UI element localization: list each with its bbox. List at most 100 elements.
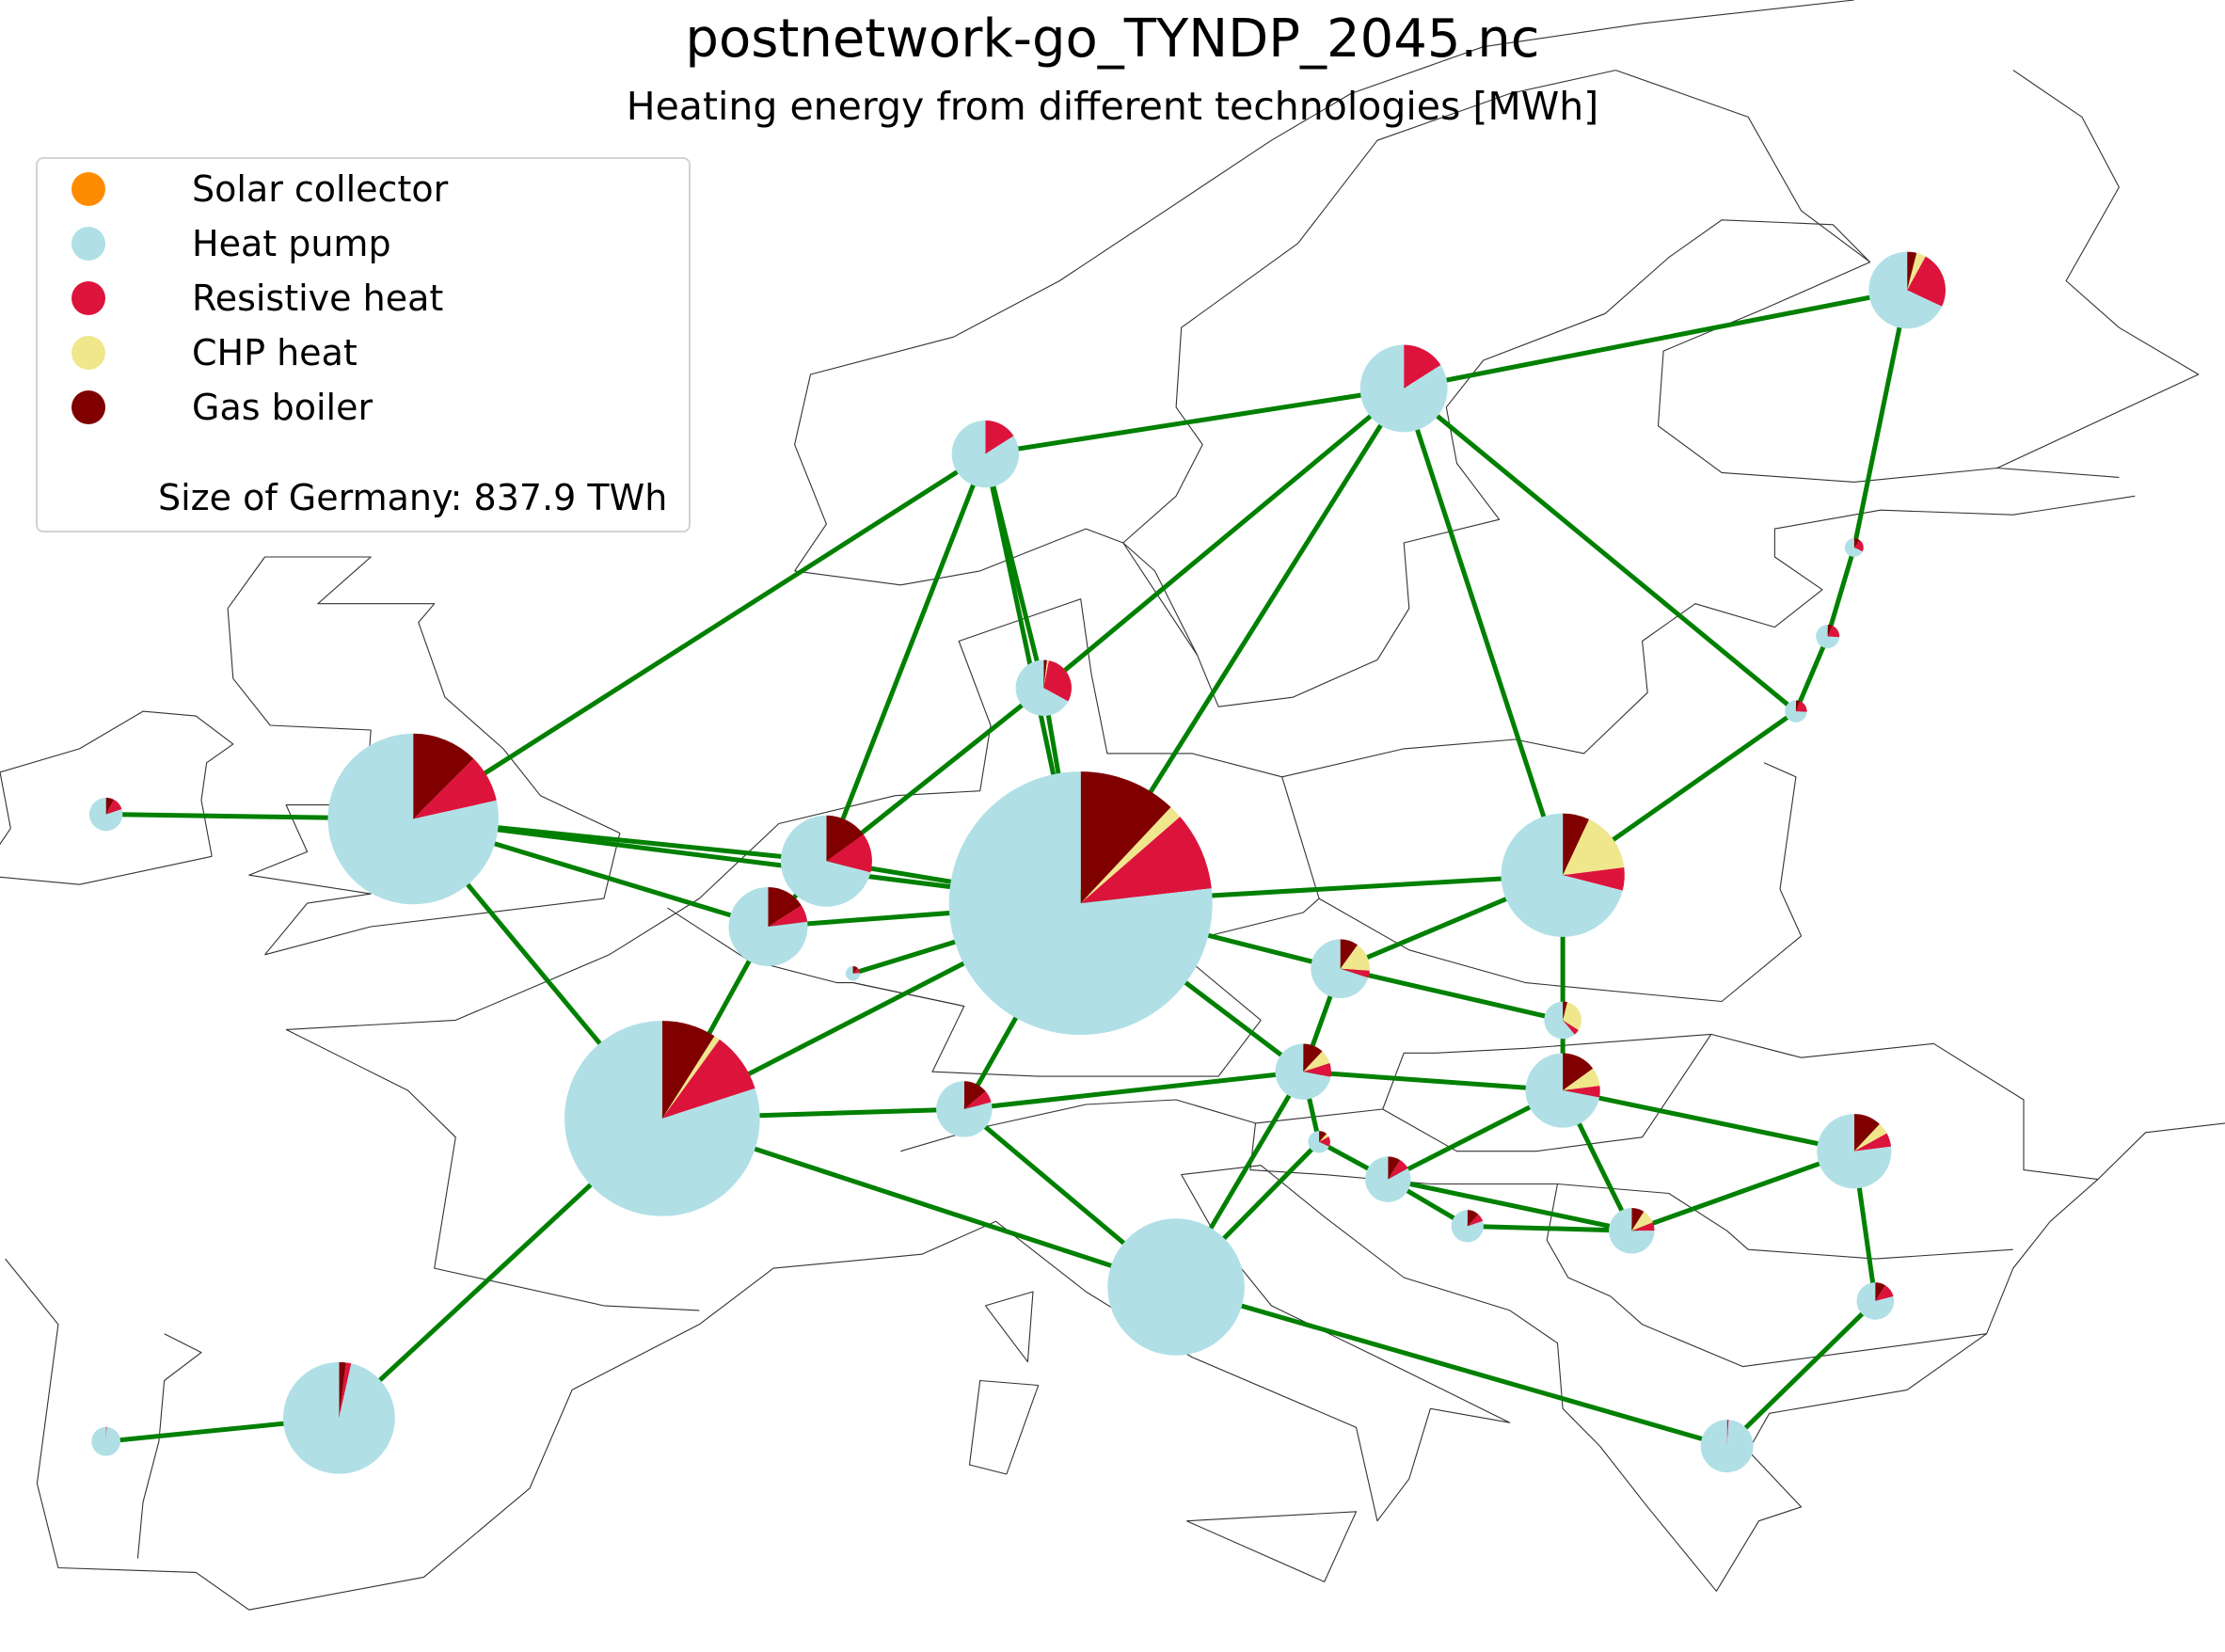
pie-slice-CZ-heat-pump [1311, 939, 1369, 999]
pie-CZ [1311, 939, 1370, 999]
pie-HR [1365, 1156, 1411, 1202]
legend-item-resistive-heat: Resistive heat [72, 279, 443, 317]
pie-slice-FR-chp-heat [661, 1036, 720, 1119]
pie-slice-PT-heat-pump [91, 1426, 120, 1456]
pie-slice-EE-gas-boiler [1853, 538, 1860, 548]
pie-slice-HU-resistive-heat [1563, 1086, 1600, 1098]
pie-CH [936, 1081, 993, 1137]
pie-slice-DK-gas-boiler [1043, 659, 1048, 689]
pie-slice-LT-resistive-heat [1795, 701, 1807, 712]
legend-item-solar-collector: Solar collector [72, 170, 448, 208]
pie-slice-SK-gas-boiler [1563, 1001, 1568, 1021]
pie-EE [1844, 538, 1864, 557]
pie-AT [1275, 1043, 1331, 1100]
link-IT-GR [1175, 1284, 1728, 1449]
link-NO-SE [984, 386, 1405, 456]
pie-slice-CZ-gas-boiler [1340, 939, 1359, 969]
pie-slice-RO-gas-boiler [1853, 1114, 1880, 1152]
pie-slice-RS-chp-heat [1631, 1211, 1653, 1231]
pie-slice-LV-gas-boiler [1827, 625, 1833, 637]
pie-slice-NL-heat-pump [780, 815, 871, 907]
legend-marker-chp-heat [72, 336, 105, 370]
pie-slice-ES-resistive-heat [339, 1362, 352, 1419]
pie-DK [1015, 659, 1072, 716]
pie-slice-HR-heat-pump [1365, 1156, 1411, 1202]
pie-slice-LU-resistive-heat [852, 968, 861, 974]
link-BG-GR [1724, 1299, 1878, 1448]
pie-slice-DE-chp-heat [1080, 807, 1181, 904]
pie-slice-ES-gas-boiler [339, 1361, 346, 1419]
pie-slice-CZ-resistive-heat [1340, 968, 1370, 978]
pie-PL [1501, 813, 1625, 937]
pie-SE [1359, 344, 1448, 433]
pie-slice-SI-gas-boiler [1319, 1131, 1327, 1142]
pie-slice-SI-chp-heat [1319, 1134, 1329, 1142]
pie-GB [327, 733, 499, 905]
pie-slice-AT-gas-boiler [1303, 1043, 1323, 1072]
pie-slice-IE-resistive-heat [105, 800, 122, 815]
pie-slice-GR-resistive-heat [1726, 1420, 1729, 1447]
legend-label-chp-heat: CHP heat [192, 332, 358, 373]
legend-label-resistive-heat: Resistive heat [192, 278, 444, 319]
pie-slice-DK-chp-heat [1043, 659, 1049, 689]
pie-slice-BG-gas-boiler [1875, 1282, 1885, 1301]
pie-NL [780, 815, 872, 907]
link-SE-FI [1403, 287, 1908, 391]
legend-marker-resistive-heat [72, 281, 105, 315]
link-FI-EE [1852, 289, 1910, 548]
pie-slice-CH-heat-pump [936, 1081, 993, 1137]
link-HR-RS [1387, 1177, 1632, 1233]
pie-slice-BA-resistive-heat [1467, 1214, 1484, 1227]
legend-item-heat-pump: Heat pump [72, 225, 391, 262]
pie-slice-NO-heat-pump [951, 420, 1020, 488]
legend-marker-solar-collector [72, 172, 105, 206]
pie-slice-NL-gas-boiler [826, 815, 864, 862]
pie-slice-RO-heat-pump [1817, 1114, 1892, 1189]
pie-slice-PT-resistive-heat [105, 1426, 107, 1442]
pie-slice-PL-resistive-heat [1563, 867, 1625, 891]
pie-slice-SK-chp-heat [1563, 1002, 1581, 1031]
pie-slice-FR-gas-boiler [661, 1021, 715, 1119]
pie-slice-IE-heat-pump [88, 797, 123, 832]
pie-slice-CH-resistive-heat [963, 1091, 992, 1109]
pie-slice-HR-gas-boiler [1388, 1156, 1401, 1180]
pie-slice-BA-heat-pump [1451, 1210, 1484, 1243]
pie-slice-BG-heat-pump [1856, 1282, 1895, 1320]
pie-slice-DE-heat-pump [948, 771, 1213, 1036]
legend-item-gas-boiler: Gas boiler [72, 389, 373, 426]
pie-slice-FR-heat-pump [564, 1021, 760, 1216]
pie-LV [1816, 625, 1840, 649]
pie-DE [948, 771, 1213, 1036]
pie-slice-GB-resistive-heat [413, 758, 497, 819]
pie-slice-AT-heat-pump [1275, 1043, 1331, 1100]
pie-slice-BE-resistive-heat [768, 905, 808, 927]
link-BA-RS [1467, 1223, 1632, 1233]
legend: Solar collector Heat pump Resistive heat… [36, 157, 691, 532]
pie-slice-PL-gas-boiler [1563, 813, 1590, 876]
pie-SK [1544, 1001, 1581, 1040]
pie-slice-HU-gas-boiler [1563, 1053, 1594, 1091]
pie-slice-GB-gas-boiler [413, 733, 474, 819]
map-subtitle: Heating energy from different technologi… [626, 84, 1599, 129]
pie-slice-IT-heat-pump [1107, 1218, 1245, 1356]
pie-RS [1609, 1208, 1655, 1254]
link-RS-RO [1630, 1149, 1855, 1233]
pie-GR [1700, 1420, 1754, 1473]
link-DK-NL [824, 686, 1045, 864]
pie-slice-SI-heat-pump [1308, 1131, 1329, 1153]
pie-slice-RS-gas-boiler [1631, 1208, 1645, 1231]
pie-RO [1817, 1114, 1892, 1189]
pie-LU [845, 966, 861, 981]
pie-FI [1868, 251, 1946, 329]
pie-slice-SI-resistive-heat [1319, 1136, 1330, 1147]
link-NO-NL [824, 453, 988, 863]
link-AT-HU [1303, 1069, 1564, 1093]
pie-slice-DE-resistive-heat [1080, 817, 1212, 904]
pie-slice-FI-resistive-heat [1907, 256, 1946, 307]
node-pies [88, 251, 1946, 1474]
pie-BA [1451, 1210, 1484, 1243]
pie-NO [951, 420, 1020, 488]
link-AT-CH [963, 1069, 1304, 1112]
pie-slice-BE-gas-boiler [768, 886, 802, 927]
pie-HU [1525, 1053, 1600, 1128]
